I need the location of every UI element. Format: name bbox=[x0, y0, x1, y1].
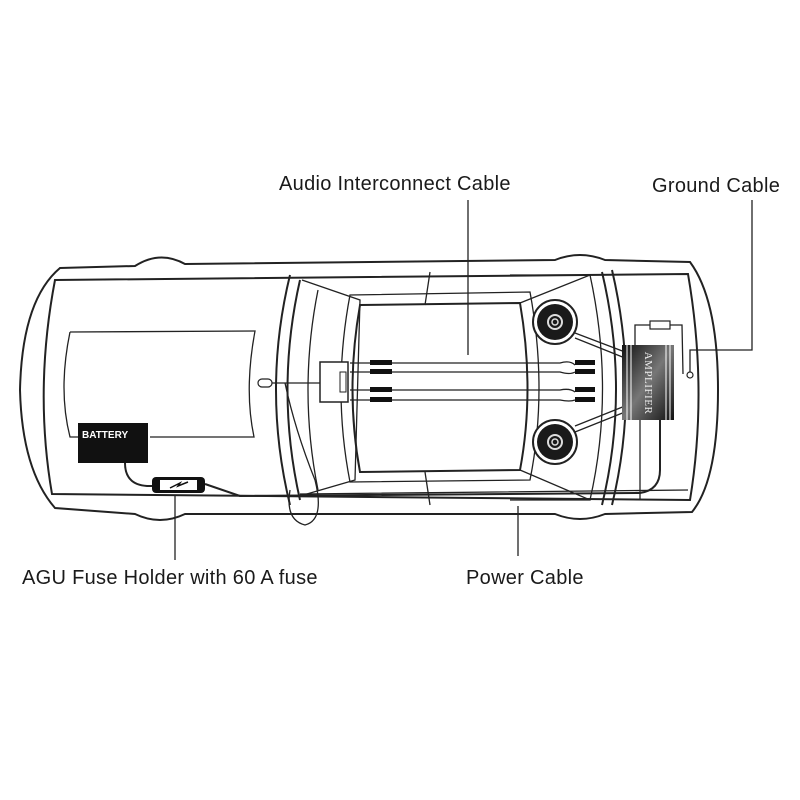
speaker-top bbox=[532, 299, 578, 345]
inline-fuse bbox=[649, 320, 671, 330]
ground-cable-leader bbox=[689, 200, 753, 372]
fuse-holder-label: AGU Fuse Holder with 60 A fuse bbox=[22, 567, 318, 589]
car-outer-body bbox=[18, 254, 720, 521]
head-unit bbox=[319, 361, 349, 403]
audio-interconnect-cable-label: Audio Interconnect Cable bbox=[279, 173, 511, 195]
battery-label: BATTERY bbox=[82, 430, 129, 441]
amplifier bbox=[622, 345, 674, 420]
speaker-bottom bbox=[532, 419, 578, 465]
power-cable-label: Power Cable bbox=[466, 567, 584, 589]
rear-window bbox=[510, 274, 604, 501]
windshield-frame bbox=[275, 274, 301, 506]
hood-panel bbox=[63, 330, 256, 438]
battery bbox=[78, 423, 148, 463]
car-inner-body bbox=[42, 272, 700, 502]
roof-outer bbox=[340, 291, 540, 483]
rca-interconnect-cables bbox=[350, 360, 595, 402]
pillar-lines bbox=[299, 271, 689, 506]
ground-cable-label: Ground Cable bbox=[652, 175, 781, 197]
amplifier-label: AMPLIFIER bbox=[642, 351, 654, 415]
speaker-wires bbox=[574, 332, 626, 433]
fuse-holder bbox=[152, 477, 205, 493]
power-cable bbox=[124, 420, 661, 498]
